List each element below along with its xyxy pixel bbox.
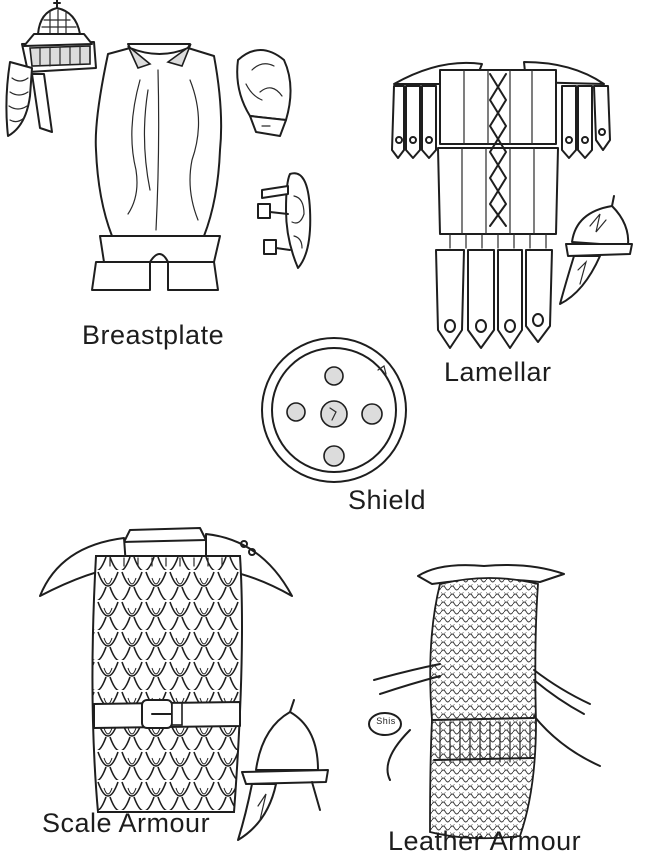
lamellar-set	[392, 62, 632, 348]
conical-helmet-drawing	[560, 196, 632, 304]
breastplate-drawing	[92, 44, 221, 290]
leather-armour-drawing	[369, 565, 600, 838]
ornate-helmet-drawing	[6, 0, 96, 136]
spiked-helmet-drawing	[238, 700, 328, 840]
lamellar-drawing	[392, 62, 610, 348]
leather-armour-label: Leather Armour	[388, 826, 581, 857]
shoulder-guard-drawing	[237, 50, 290, 136]
scale-armour-label: Scale Armour	[42, 808, 210, 839]
arm-guard-drawing	[258, 173, 310, 268]
round-shield-drawing	[262, 338, 406, 482]
breastplate-set	[6, 0, 310, 290]
pendant-tag-text: Shis	[374, 716, 398, 726]
breastplate-label: Breastplate	[82, 320, 224, 351]
lamellar-label: Lamellar	[444, 357, 552, 388]
shield-label: Shield	[348, 485, 426, 516]
scale-armour-set	[40, 528, 328, 840]
scale-armour-drawing	[40, 528, 292, 812]
leather-armour-set	[369, 565, 600, 838]
